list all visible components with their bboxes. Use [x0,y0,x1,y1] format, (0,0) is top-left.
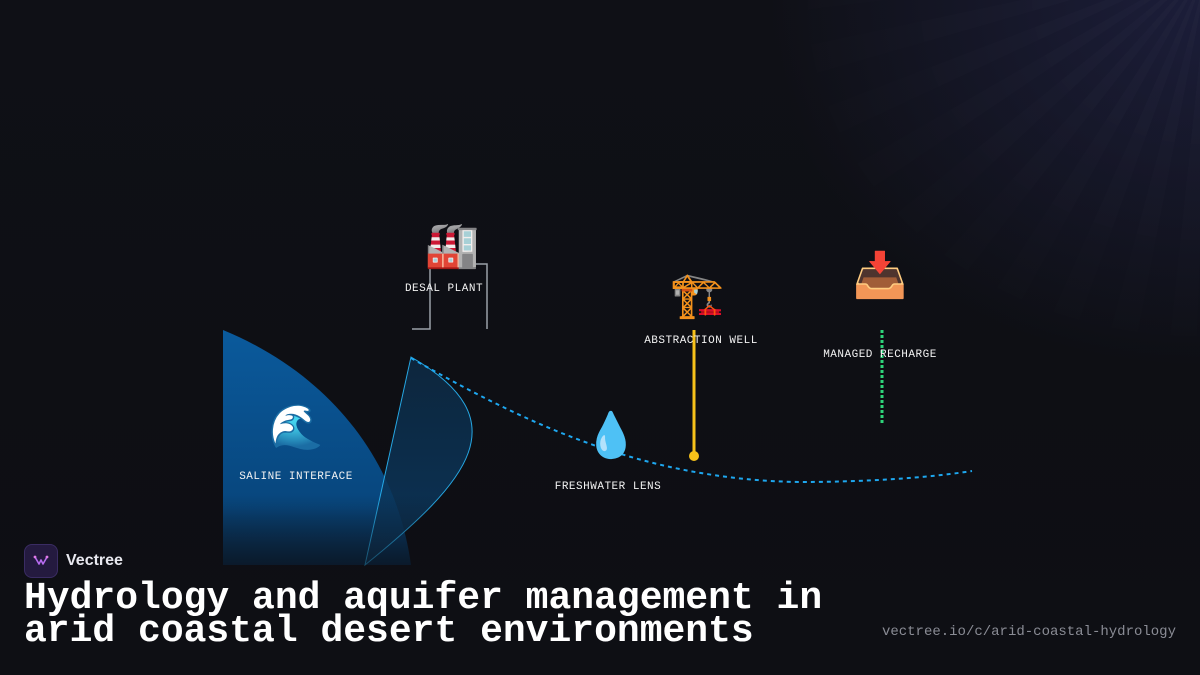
page-title: Hydrology and aquifer management in arid… [24,577,823,653]
page-url[interactable]: vectree.io/c/arid-coastal-hydrology [881,624,1176,640]
water-table-line [410,357,973,484]
brand-name: Vectree [66,552,123,569]
saline-interface-label: SALINE INTERFACE [239,471,353,483]
vectree-logo-icon [24,544,58,578]
desal-pipe-right [474,263,488,329]
desal-plant-label: DESAL PLANT [404,283,484,295]
abstraction-well-intake [689,451,699,461]
bottom-fade [0,495,1200,675]
wave-icon: 🌊 [268,402,324,453]
freshwater-lens-label: FRESHWATER LENS [554,481,662,493]
abstraction-well-label: ABSTRACTION WELL [644,335,758,347]
inbox-tray-icon: 📥 [852,250,908,301]
crane-icon: 🏗️ [669,270,725,321]
managed-recharge-label: MANAGED RECHARGE [823,349,937,361]
droplet-icon: 💧 [583,410,639,461]
brand: Vectree [24,544,123,578]
factory-icon: 🏭 [424,220,480,271]
desal-pipe-left [412,262,431,330]
